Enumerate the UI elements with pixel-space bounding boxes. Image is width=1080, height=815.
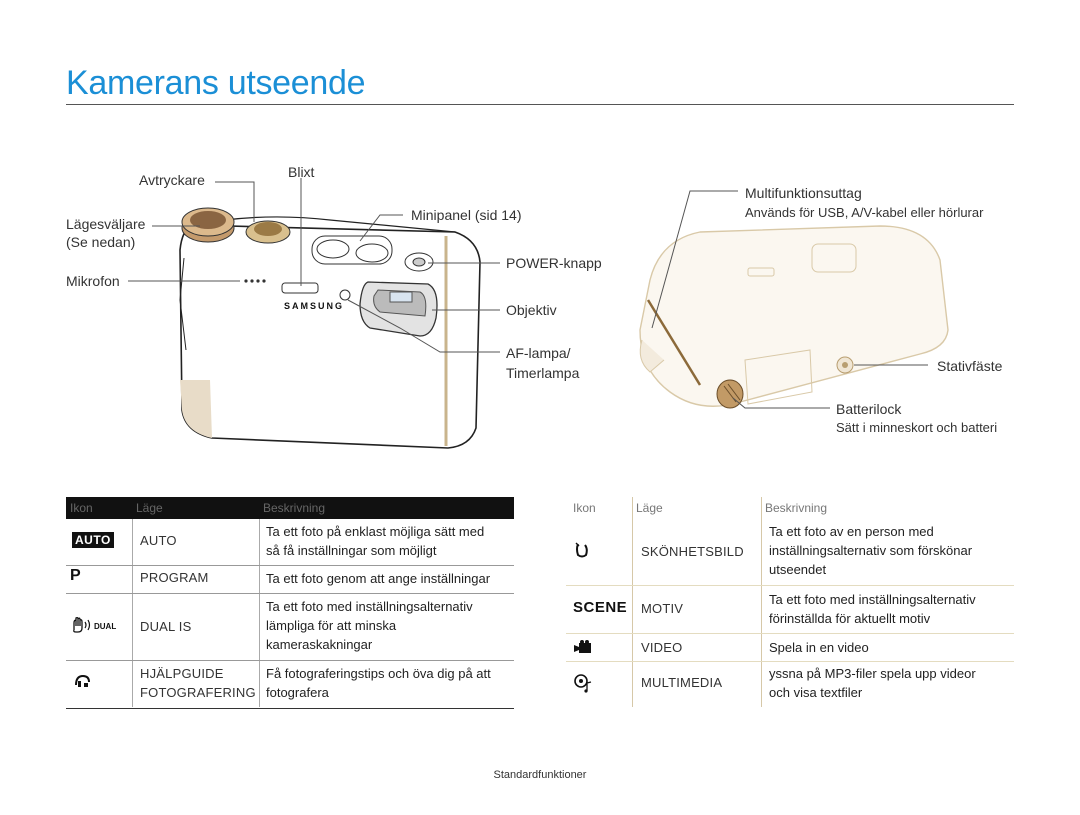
camera-bottom-figure [639,225,949,409]
photo-guide-icon [75,674,90,687]
table-row: AUTO AUTO Ta ett foto på enklast möjliga… [66,519,514,563]
row-divider [566,585,1014,586]
beauty-shot-icon [575,542,588,558]
mode-name: MULTIMEDIA [641,675,723,690]
multimedia-icon [574,674,592,693]
label-multi-connector: Multifunktionsuttag [745,185,862,201]
mode-description: lämpliga för att minska [266,618,397,633]
label-af-lamp: AF-lampa/ [506,345,571,361]
table-header: Ikon Läge Beskrivning [66,497,514,519]
header-icon: Ikon [70,501,93,515]
mode-name: SKÖNHETSBILD [641,544,744,559]
samsung-logo: SAMSUNG [284,301,344,311]
mode-description: kameraskakningar [266,637,373,652]
label-power-button: POWER-knapp [506,255,602,271]
mode-description: inställningsalternativ som förskönar [769,543,973,558]
video-mode-icon [574,640,591,653]
label-mini-panel: Minipanel (sid 14) [411,207,522,223]
mode-name: FOTOGRAFERING [140,685,256,700]
row-divider [566,633,1014,634]
title-rule [66,104,1014,105]
column-divider [761,497,762,707]
label-tripod-mount: Stativfäste [937,358,1003,374]
mode-description: Få fotograferingstips och öva dig på att [266,666,491,681]
label-microphone: Mikrofon [66,273,120,289]
header-icon: Ikon [573,501,596,515]
header-mode: Läge [136,501,163,515]
mode-description: Ta ett foto med inställningsalternativ [266,599,473,614]
table-row: VIDEO Spela in en video [566,637,1014,659]
row-divider [566,661,1014,662]
mode-description: så få inställningar som möjligt [266,543,437,558]
label-battery-cover: Batterilock [836,401,902,417]
mode-description: och visa textfiler [769,685,863,700]
label-battery-cover-desc: Sätt i minneskort och batteri [836,420,998,435]
mode-name: HJÄLPGUIDE [140,666,224,681]
mode-description: utseendet [769,562,827,577]
column-divider [259,519,260,707]
mode-description: Ta ett foto genom att ange inställningar [266,571,491,586]
label-timer-lamp: Timerlampa [506,365,580,381]
mode-table-right: Ikon Läge Beskrivning SKÖNHETSBILD Ta et… [566,497,1014,712]
mode-name: AUTO [140,533,177,548]
label-see-below: (Se nedan) [66,234,136,250]
dual-is-icon: DUAL [73,617,116,633]
dual-icon-text: DUAL [94,622,116,631]
row-divider [66,565,514,566]
mode-name: PROGRAM [140,570,209,585]
row-divider [66,593,514,594]
mode-name: VIDEO [641,640,683,655]
mode-table-left: Ikon Läge Beskrivning AUTO AUTO Ta ett f… [66,497,514,712]
header-mode: Läge [636,501,663,515]
table-row: DUAL DUAL IS Ta ett foto med inställning… [66,596,514,658]
mode-description: yssna på MP3-filer spela upp videor [769,666,976,681]
program-mode-icon: P [70,567,81,584]
page-footer: Standardfunktioner [493,769,587,781]
header-description: Beskrivning [765,501,828,515]
header-description: Beskrivning [263,501,326,515]
column-divider [132,519,133,707]
page-title: Kamerans utseende [66,64,366,102]
mode-description: förinställda för aktuellt motiv [769,611,931,626]
label-mode-dial: Lägesväljare [66,216,146,232]
table-row: MULTIMEDIA yssna på MP3-filer spela upp … [566,663,1014,707]
mode-description: Ta ett foto av en person med [769,524,934,539]
table-header: Ikon Läge Beskrivning [566,497,1014,519]
mode-name: DUAL IS [140,619,192,634]
auto-mode-icon: AUTO [72,532,114,548]
label-lens: Objektiv [506,302,557,318]
label-multi-connector-desc: Används för USB, A/V-kabel eller hörlura… [745,205,984,220]
table-bottom-rule [66,708,514,709]
mode-description: Ta ett foto med inställningsalternativ [769,592,976,607]
table-row: P PROGRAM Ta ett foto genom att ange ins… [66,567,514,589]
mode-name: MOTIV [641,601,684,616]
mode-description: fotografera [266,685,329,700]
table-row: HJÄLPGUIDE FOTOGRAFERING Få fotograferin… [66,663,514,707]
scene-mode-icon: SCENE [573,599,628,616]
mode-description: Spela in en video [769,640,869,655]
row-divider [66,660,514,661]
label-flash: Blixt [288,164,315,180]
table-row: SCENE MOTIV Ta ett foto med inställnings… [566,589,1014,633]
label-shutter: Avtryckare [139,172,205,188]
column-divider [632,497,633,707]
camera-front-figure [179,207,481,449]
mode-description: Ta ett foto på enklast möjliga sätt med [266,524,485,539]
table-row: SKÖNHETSBILD Ta ett foto av en person me… [566,521,1014,583]
